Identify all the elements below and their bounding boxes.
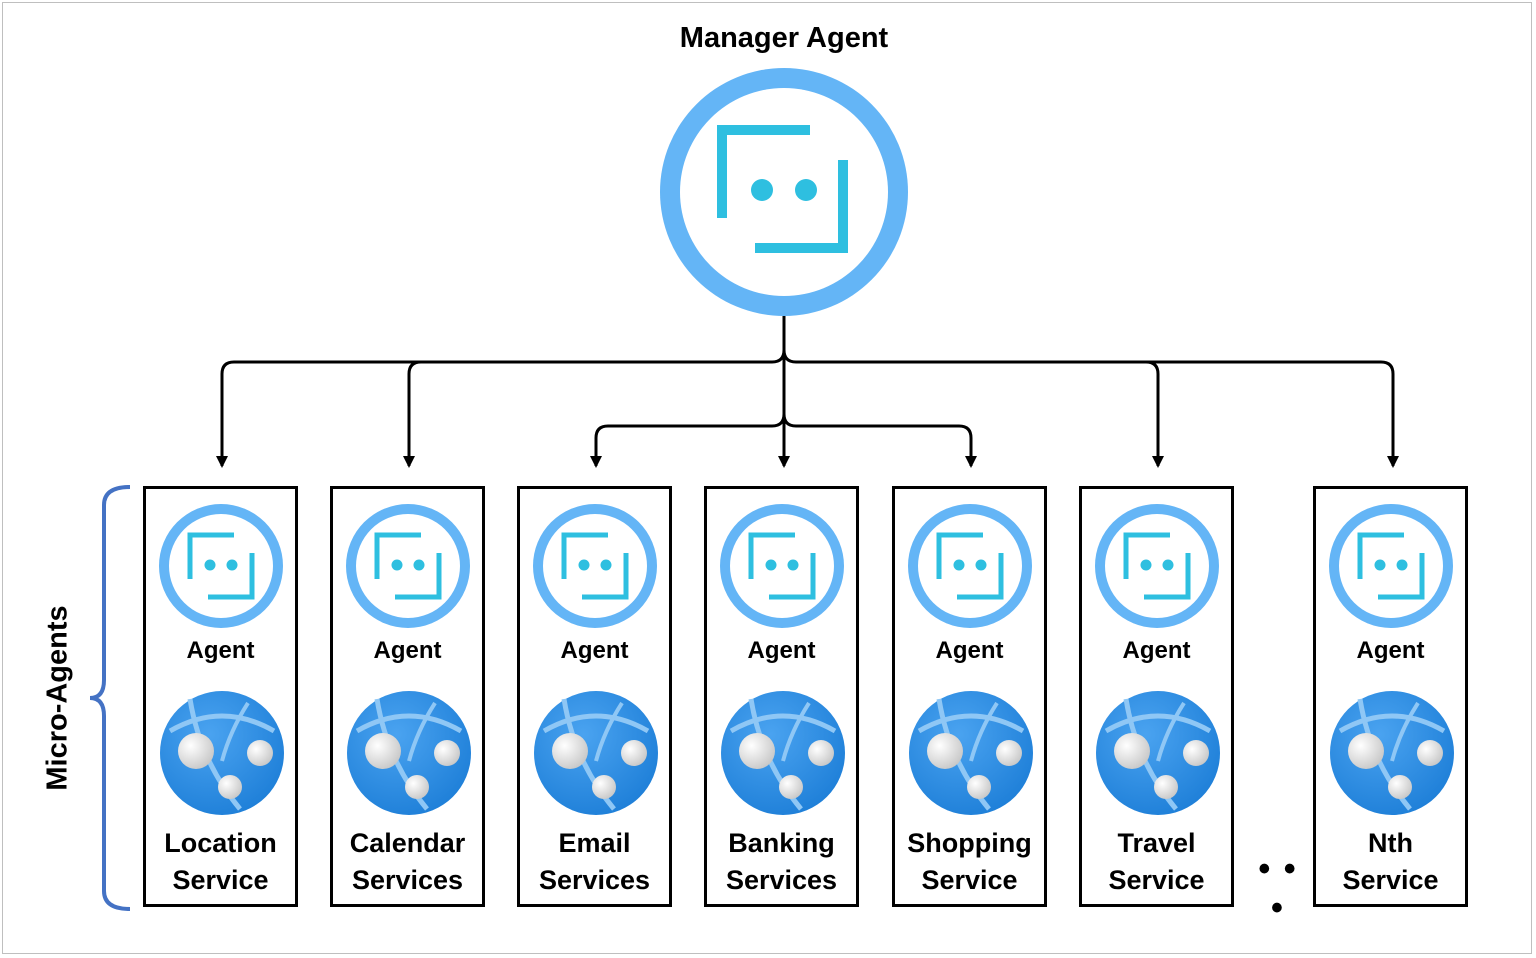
agent-icon: [1095, 504, 1219, 628]
service-name-line1: Nth: [1368, 828, 1413, 858]
web-service-globe-icon: [1330, 691, 1454, 815]
agent-label: Agent: [1122, 637, 1191, 664]
agent-icon: [720, 504, 844, 628]
web-service-globe-icon: [909, 691, 1033, 815]
more-services-ellipsis: • • •: [1258, 850, 1298, 927]
web-service-globe-icon: [1096, 691, 1220, 815]
agent-label: Agent: [373, 637, 442, 664]
agent-label: Agent: [186, 637, 255, 664]
service-name-line1: Shopping: [907, 828, 1032, 858]
arrow-to-travel: [1145, 360, 1164, 468]
brace-icon: [89, 485, 131, 911]
service-name-line2: Services: [351, 865, 464, 895]
web-service-globe-icon: [160, 691, 284, 815]
service-name-line1: Travel: [1117, 828, 1196, 858]
agent-label: Agent: [935, 637, 1004, 664]
arrow-to-calendar: [403, 360, 422, 468]
arrow-to-shopping: [782, 413, 977, 468]
service-name-line2: Services: [725, 865, 838, 895]
micro-agents-label: Micro-Agents: [41, 605, 74, 791]
manager-agent-title: Manager Agent: [679, 22, 889, 54]
service-name-line1: Calendar: [349, 828, 466, 858]
agent-label: Agent: [747, 637, 816, 664]
service-name-line2: Service: [1342, 865, 1439, 895]
service-name-line2: Service: [172, 865, 269, 895]
web-service-globe-icon: [721, 691, 845, 815]
web-service-globe-icon: [347, 691, 471, 815]
connectors: [216, 316, 1399, 468]
service-name-line2: Service: [1108, 865, 1205, 895]
agent-icon: [346, 504, 470, 628]
agent-icon: [533, 504, 657, 628]
agent-icon: [908, 504, 1032, 628]
service-name-line1: Banking: [728, 828, 835, 858]
service-name-line2: Service: [921, 865, 1018, 895]
service-name-line1: Email: [558, 828, 631, 858]
arrow-to-email: [590, 413, 786, 468]
web-service-globe-icon: [534, 691, 658, 815]
agent-label: Agent: [560, 637, 629, 664]
arrow-to-nth: [782, 349, 1399, 468]
agent-icon: [159, 504, 283, 628]
arrow-to-location: [216, 349, 786, 468]
manager-agent-icon: [660, 68, 908, 316]
service-name-line2: Services: [538, 865, 651, 895]
agent-label: Agent: [1356, 637, 1425, 664]
agent-icon: [1329, 504, 1453, 628]
service-name-line1: Location: [164, 828, 277, 858]
